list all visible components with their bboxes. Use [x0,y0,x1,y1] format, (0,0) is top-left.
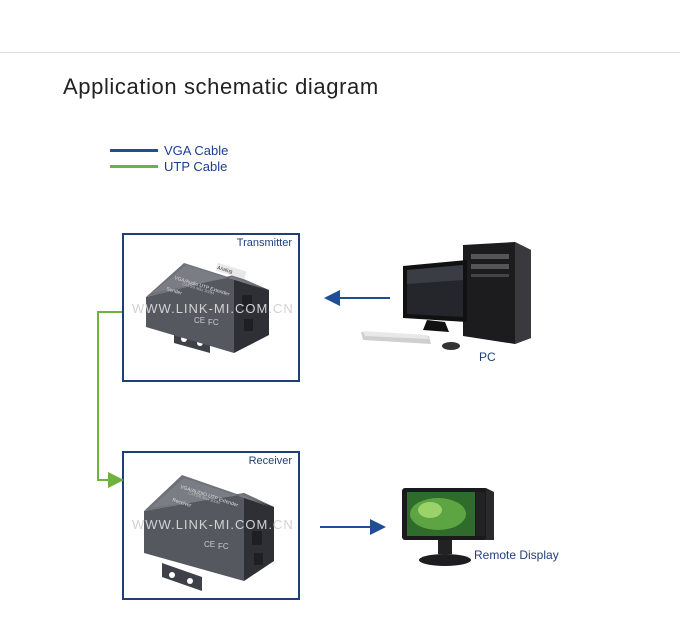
svg-text:FC: FC [208,318,219,327]
receiver-label: Receiver [248,455,292,467]
transmitter-watermark: WWW.LINK-MI.COM.CN [132,301,294,316]
svg-text:FC: FC [218,542,229,551]
vga-cable-swatch [110,148,158,152]
pc-image [361,242,531,350]
legend-vga: VGA Cable [110,142,228,158]
receiver-device-image: VGA/AUDIO UTP Extender CAT5/6 Max 300M R… [144,475,274,591]
pc-caption: PC [479,350,496,364]
transmitter-box: Transmitter Analog VGA/Audio UTP Extende… [122,233,300,382]
legend-utp-label: UTP Cable [164,158,228,174]
remote-display-caption: Remote Display [474,548,559,562]
legend-vga-label: VGA Cable [164,142,229,158]
receiver-device-role: Receiver [171,497,192,509]
transmitter-device-role: Sender [165,286,182,297]
transmitter-brand: Analog [216,265,233,275]
utp-cable-swatch [110,164,158,168]
svg-text:CE: CE [204,540,215,549]
transmitter-label: Transmitter [236,237,292,249]
remote-display-image [402,488,494,566]
svg-text:CE: CE [194,316,205,325]
top-divider [0,52,680,53]
legend-utp: UTP Cable [110,158,227,174]
page-title: Application schematic diagram [63,74,379,99]
receiver-box: Receiver VGA/AUDIO UTP Extender CAT5/6 M… [122,451,300,600]
utp-cable-transmitter-to-receiver [97,311,124,488]
transmitter-device-image: Analog VGA/Audio UTP Extender CAT5/6 Max… [146,262,269,353]
receiver-watermark: WWW.LINK-MI.COM.CN [132,517,294,532]
